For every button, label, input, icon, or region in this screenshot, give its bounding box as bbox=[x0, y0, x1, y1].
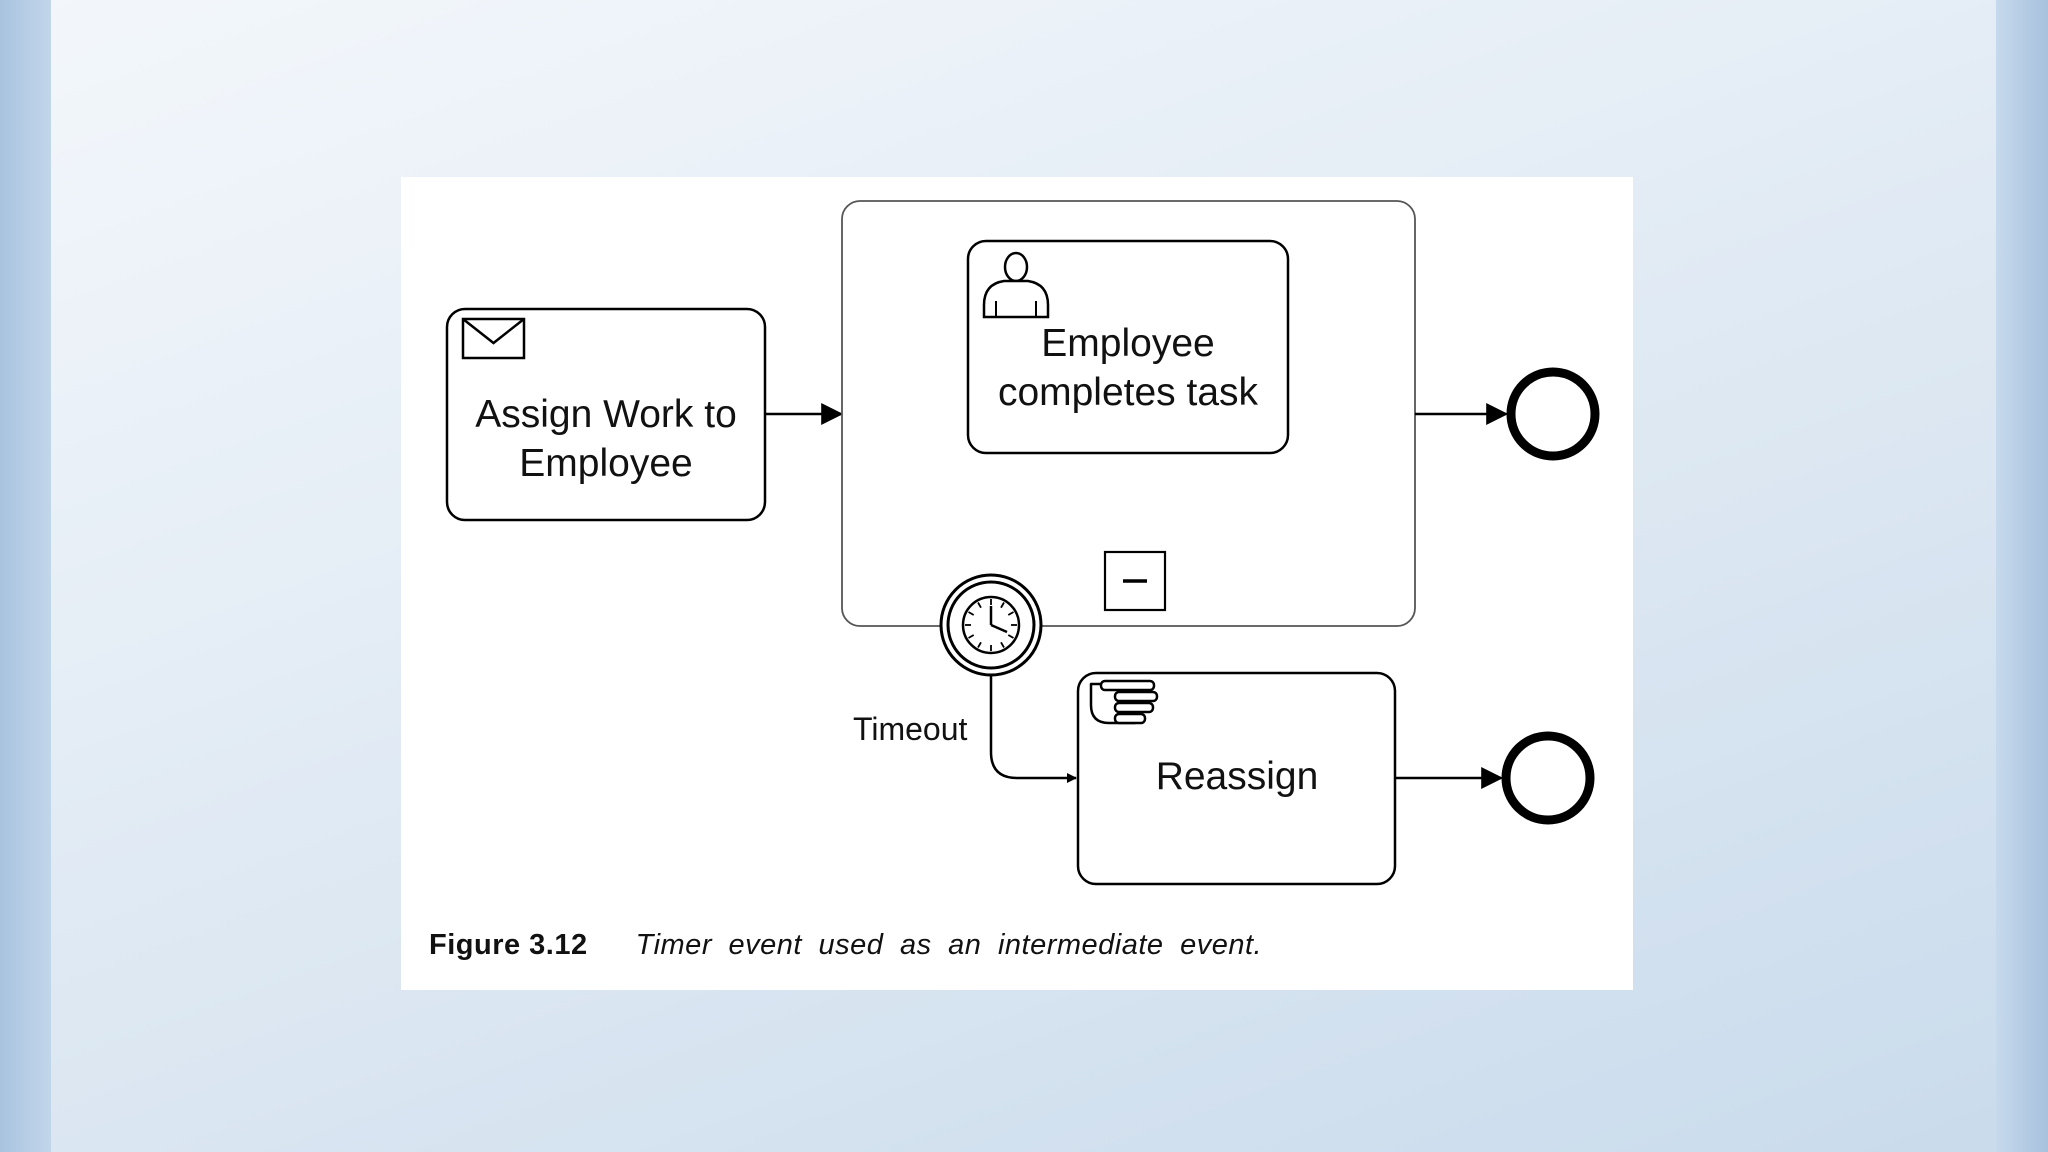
task-employee-completes-label-line1: Employee bbox=[1041, 322, 1214, 365]
figure-panel: Assign Work to Employee Employee complet… bbox=[401, 177, 1633, 990]
timer-boundary-event[interactable] bbox=[939, 573, 1043, 677]
task-assign-work-label-line1: Assign Work to bbox=[475, 393, 737, 436]
figure-caption-text: Timer event used as an intermediate even… bbox=[635, 929, 1263, 961]
hand-icon bbox=[1089, 679, 1159, 725]
end-event-1[interactable] bbox=[1506, 367, 1600, 461]
slide-edge-left bbox=[0, 0, 51, 1152]
task-employee-completes-label-line2: completes task bbox=[998, 371, 1259, 414]
flow-label-timeout: Timeout bbox=[853, 711, 968, 747]
envelope-icon bbox=[461, 317, 526, 360]
clock-icon bbox=[961, 595, 1021, 655]
user-icon bbox=[982, 251, 1050, 319]
sequence-flow-timer-to-reassign bbox=[989, 675, 1077, 783]
end-event-2[interactable] bbox=[1501, 731, 1595, 825]
task-reassign-label: Reassign bbox=[1156, 755, 1319, 798]
figure-number: Figure 3.12 bbox=[429, 929, 588, 961]
task-assign-work-label-line2: Employee bbox=[519, 442, 692, 485]
task-employee-completes[interactable]: Employee completes task bbox=[966, 239, 1290, 455]
bpmn-diagram: Assign Work to Employee Employee complet… bbox=[445, 200, 1600, 886]
collapse-minus-icon[interactable] bbox=[1103, 550, 1167, 612]
slide-edge-right bbox=[1996, 0, 2048, 1152]
task-reassign[interactable]: Reassign bbox=[1076, 671, 1397, 886]
figure-caption: Figure 3.12 Timer event used as an interm… bbox=[429, 929, 1262, 962]
task-assign-work[interactable]: Assign Work to Employee bbox=[445, 307, 767, 522]
